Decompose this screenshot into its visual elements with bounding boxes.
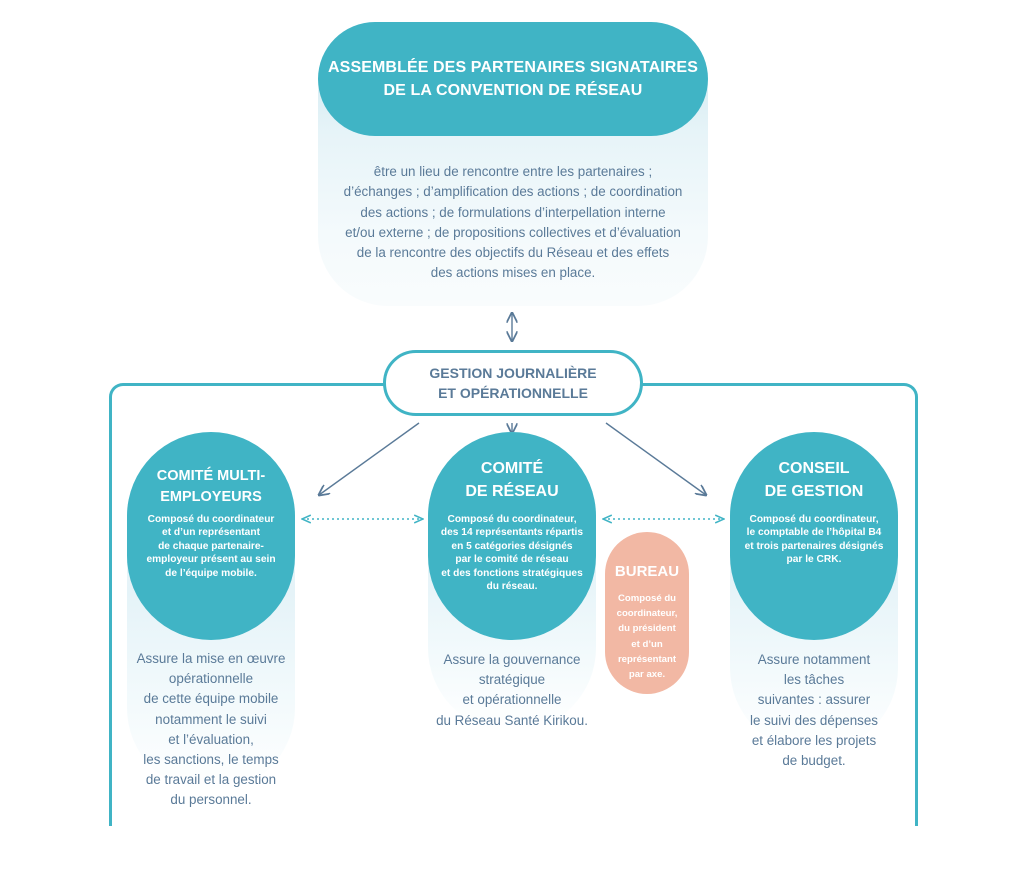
- assembly-description: être un lieu de rencontre entre les part…: [330, 162, 696, 284]
- multi-employeurs-description-line: et d’un représentant: [162, 527, 260, 539]
- bureau-description: Composé du coordinateur, du président et…: [607, 591, 687, 682]
- multi-employeurs-description-line: de chaque partenaire-: [158, 540, 264, 552]
- conseil-gestion-role-line: le suivi des dépenses: [749, 712, 879, 728]
- conseil-gestion-role-line: suivantes : assurer: [757, 692, 871, 708]
- comite-reseau-description-line: et des fonctions stratégiques: [441, 567, 583, 579]
- comite-reseau-role: Assure la gouvernance stratégique et opé…: [420, 650, 604, 731]
- bureau-description-line: Composé du: [617, 593, 677, 604]
- multi-employeurs-role: Assure la mise en œuvre opérationnelle d…: [123, 649, 299, 811]
- conseil-gestion-role-line: les tâches: [783, 672, 845, 688]
- multi-employeurs-role-line: de cette équipe mobile: [143, 691, 279, 707]
- gestion-title-line: ET OPÉRATIONNELLE: [438, 385, 588, 401]
- conseil-gestion-description-line: par le CRK.: [786, 554, 842, 566]
- multi-employeurs-role-line: du personnel.: [170, 792, 252, 808]
- multi-employeurs-role-line: opérationnelle: [168, 671, 254, 687]
- assembly-description-line: des actions ; de formulations d’interpel…: [360, 204, 666, 220]
- multi-employeurs-title-line: EMPLOYEURS: [160, 489, 262, 505]
- conseil-gestion-title-line: DE GESTION: [764, 483, 864, 500]
- assembly-description-line: d’échanges ; d’amplification des actions…: [343, 184, 683, 200]
- assembly-description-line: être un lieu de rencontre entre les part…: [373, 164, 653, 179]
- multi-employeurs-role-line: Assure la mise en œuvre: [136, 651, 286, 666]
- comite-reseau-description-line: en 5 catégories désignés: [451, 540, 573, 552]
- conseil-gestion-role-line: de budget.: [782, 753, 846, 769]
- bureau-title: BUREAU: [614, 563, 680, 580]
- multi-employeurs-role-line: notamment le suivi: [155, 711, 267, 727]
- comite-reseau-role-line: Assure la gouvernance: [443, 652, 581, 667]
- comite-reseau-description: Composé du coordinateur, des 14 représen…: [434, 513, 590, 593]
- comite-reseau-description-line: des 14 représentants répartis: [440, 527, 584, 539]
- comite-reseau-circle: COMITÉ DE RÉSEAU Composé du coordinateur…: [428, 432, 596, 640]
- assembly-title: ASSEMBLÉE DES PARTENAIRES SIGNATAIRES DE…: [318, 22, 708, 136]
- assembly-title-line: DE LA CONVENTION DE RÉSEAU: [383, 82, 643, 99]
- assembly-title-line: ASSEMBLÉE DES PARTENAIRES SIGNATAIRES: [328, 59, 698, 76]
- comite-reseau-title-line: COMITÉ: [480, 460, 544, 477]
- conseil-gestion-title-line: CONSEIL: [778, 460, 850, 477]
- comite-reseau-description-line: par le comité de réseau: [455, 554, 569, 566]
- comite-reseau-role-line: stratégique: [478, 672, 546, 688]
- comite-reseau-title: COMITÉ DE RÉSEAU: [428, 457, 596, 503]
- multi-employeurs-description: Composé du coordinateur et d’un représen…: [133, 513, 289, 580]
- bureau-description-line: du président: [618, 623, 676, 635]
- multi-employeurs-description-line: de l’équipe mobile.: [165, 567, 257, 579]
- multi-employeurs-role-line: les sanctions, le temps: [143, 752, 279, 768]
- multi-employeurs-description-line: Composé du coordinateur: [147, 514, 275, 525]
- gestion-title-line: GESTION JOURNALIÈRE: [429, 365, 597, 381]
- comite-reseau-title-line: DE RÉSEAU: [465, 483, 559, 500]
- assembly-description-line: et/ou externe ; de propositions collecti…: [345, 224, 681, 240]
- comite-reseau-description-line: du réseau.: [486, 581, 538, 593]
- arrow-to-conseil-gestion: [605, 422, 706, 495]
- multi-employeurs-role-line: et l’évaluation,: [168, 731, 254, 747]
- conseil-gestion-circle: CONSEIL DE GESTION Composé du coordinate…: [730, 432, 898, 640]
- bureau-description-line: coordinateur,: [616, 608, 678, 620]
- conseil-gestion-role-line: Assure notamment: [757, 652, 871, 667]
- assembly-description-line: de la rencontre des objectifs du Réseau …: [356, 245, 670, 261]
- multi-employeurs-circle: COMITÉ MULTI- EMPLOYEURS Composé du coor…: [127, 432, 295, 640]
- multi-employeurs-description-line: employeur présent au sein: [146, 554, 276, 566]
- conseil-gestion-role: Assure notamment les tâches suivantes : …: [726, 650, 902, 771]
- assembly-description-line: des actions mises en place.: [430, 265, 596, 281]
- conseil-gestion-description-line: et trois partenaires désignés: [744, 540, 884, 552]
- bureau-description-line: et d’un: [631, 638, 663, 650]
- arrow-to-multi-employeurs: [319, 422, 420, 495]
- gestion-journaliere-pill: GESTION JOURNALIÈRE ET OPÉRATIONNELLE: [383, 350, 643, 416]
- comite-reseau-role-line: et opérationnelle: [462, 692, 562, 708]
- multi-employeurs-title-line: COMITÉ MULTI-: [156, 468, 266, 484]
- comite-reseau-role-line: du Réseau Santé Kirikou.: [436, 712, 588, 728]
- conseil-gestion-description: Composé du coordinateur, le comptable de…: [736, 513, 892, 567]
- conseil-gestion-title: CONSEIL DE GESTION: [730, 457, 898, 503]
- conseil-gestion-role-line: et élabore les projets: [751, 732, 877, 748]
- conseil-gestion-description-line: le comptable de l’hôpital B4: [746, 527, 882, 539]
- multi-employeurs-title: COMITÉ MULTI- EMPLOYEURS: [127, 466, 295, 508]
- multi-employeurs-role-line: de travail et la gestion: [145, 772, 277, 788]
- comite-reseau-description-line: Composé du coordinateur,: [447, 514, 577, 525]
- bureau-description-line: représentant: [617, 653, 677, 665]
- conseil-gestion-description-line: Composé du coordinateur,: [749, 514, 879, 525]
- bureau-description-line: par axe.: [628, 669, 666, 681]
- bureau-pill: BUREAU Composé du coordinateur, du prési…: [605, 532, 689, 694]
